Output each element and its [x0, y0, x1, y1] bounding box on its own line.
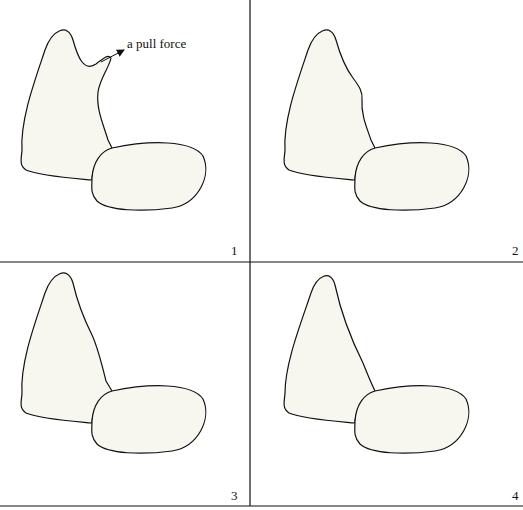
- panel-number: 4: [512, 489, 519, 502]
- divider-line: [0, 505, 523, 506]
- panel-number: 2: [512, 244, 519, 257]
- divider-line: [249, 0, 250, 506]
- panel-number: 3: [231, 489, 238, 502]
- cell-pair: [284, 30, 469, 210]
- divider-line: [0, 261, 523, 262]
- cell-pair: [284, 276, 469, 453]
- panel-number: 1: [231, 244, 238, 257]
- cell-pair: [21, 30, 206, 210]
- force-label: a pull force: [127, 37, 186, 50]
- cell-pair: [21, 273, 206, 453]
